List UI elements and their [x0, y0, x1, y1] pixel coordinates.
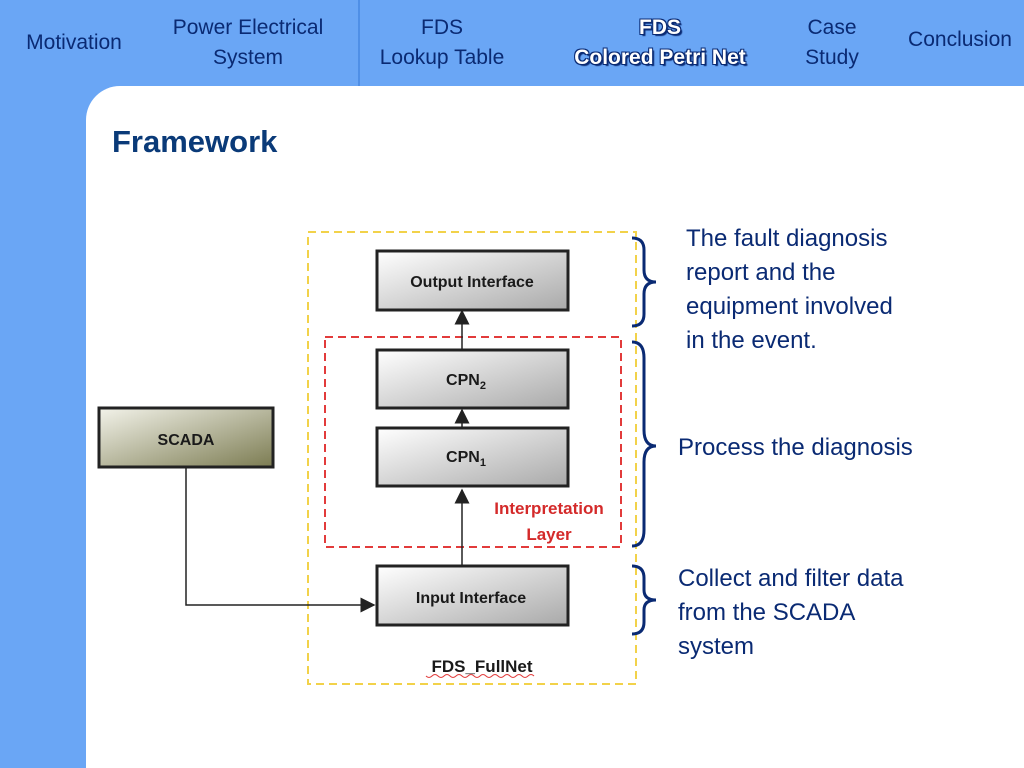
arrow-scada-to-input — [185, 468, 376, 613]
nav-tab-label: Lookup Table — [379, 46, 505, 69]
note-line: in the event. — [686, 327, 817, 354]
note-line: system — [678, 633, 755, 660]
interpretation-layer-label-line2: Layer — [526, 525, 572, 544]
nav-tab-label: Case — [807, 16, 857, 39]
nav-tab-label: FDS — [421, 16, 463, 39]
nav-tab-label: Power Electrical — [172, 16, 324, 39]
note-line: Collect and filter data — [678, 565, 904, 592]
brace-output — [631, 236, 657, 328]
nav-tab-motivation[interactable]: Motivation — [10, 0, 138, 86]
note-collect: Collect and filter data from the SCADA s… — [678, 562, 903, 664]
cpn2-box: CPN2 — [375, 348, 570, 410]
nav-tab-power-electrical-system[interactable]: Power Electrical System — [150, 0, 346, 86]
cpn1-box: CPN1 — [375, 426, 570, 488]
nav-tab-label: Conclusion — [908, 28, 1012, 51]
input-interface-box: Input Interface — [375, 564, 570, 627]
cpn1-label: CPN1 — [446, 449, 486, 469]
fullnet-squiggle-underline — [425, 674, 535, 678]
note-line: from the SCADA — [678, 599, 856, 626]
interpretation-layer-label: Interpretation — [494, 499, 604, 518]
nav-tab-fds-colored-petri-net[interactable]: FDS Colored Petri Net — [545, 0, 775, 86]
note-process: Process the diagnosis — [678, 431, 913, 465]
brace-process — [631, 340, 657, 548]
note-line: The fault diagnosis — [686, 225, 888, 252]
fullnet-dashed-frame — [307, 231, 637, 685]
input-interface-label: Input Interface — [416, 590, 526, 607]
scada-label: SCADA — [158, 432, 215, 449]
cpn2-label: CPN2 — [446, 372, 486, 392]
fullnet-label: FDS_FullNet — [431, 657, 532, 676]
nav-divider — [358, 0, 360, 86]
scada-box: SCADA — [97, 406, 275, 469]
nav-tab-label: FDS — [639, 16, 681, 39]
top-navigation-bar: Motivation Power Electrical System FDS L… — [0, 0, 1024, 86]
nav-tab-conclusion[interactable]: Conclusion — [896, 0, 1024, 86]
nav-tab-label: Colored Petri Net — [574, 46, 746, 69]
note-line: equipment involved — [686, 293, 893, 320]
note-output: The fault diagnosis report and the equip… — [686, 222, 893, 358]
output-interface-box: Output Interface — [375, 249, 570, 312]
nav-tab-label: Motivation — [26, 31, 122, 54]
note-line: Process the diagnosis — [678, 434, 913, 461]
nav-tab-label: Study — [805, 46, 859, 69]
output-interface-label: Output Interface — [410, 274, 534, 291]
nav-tab-case-study[interactable]: Case Study — [790, 0, 874, 86]
nav-tab-fds-lookup-table[interactable]: FDS Lookup Table — [362, 0, 522, 86]
interpretation-layer-frame — [324, 336, 622, 548]
nav-tab-label: System — [212, 46, 283, 69]
brace-collect — [631, 564, 657, 636]
slide-title: Framework — [112, 124, 278, 159]
note-line: report and the — [686, 259, 836, 286]
